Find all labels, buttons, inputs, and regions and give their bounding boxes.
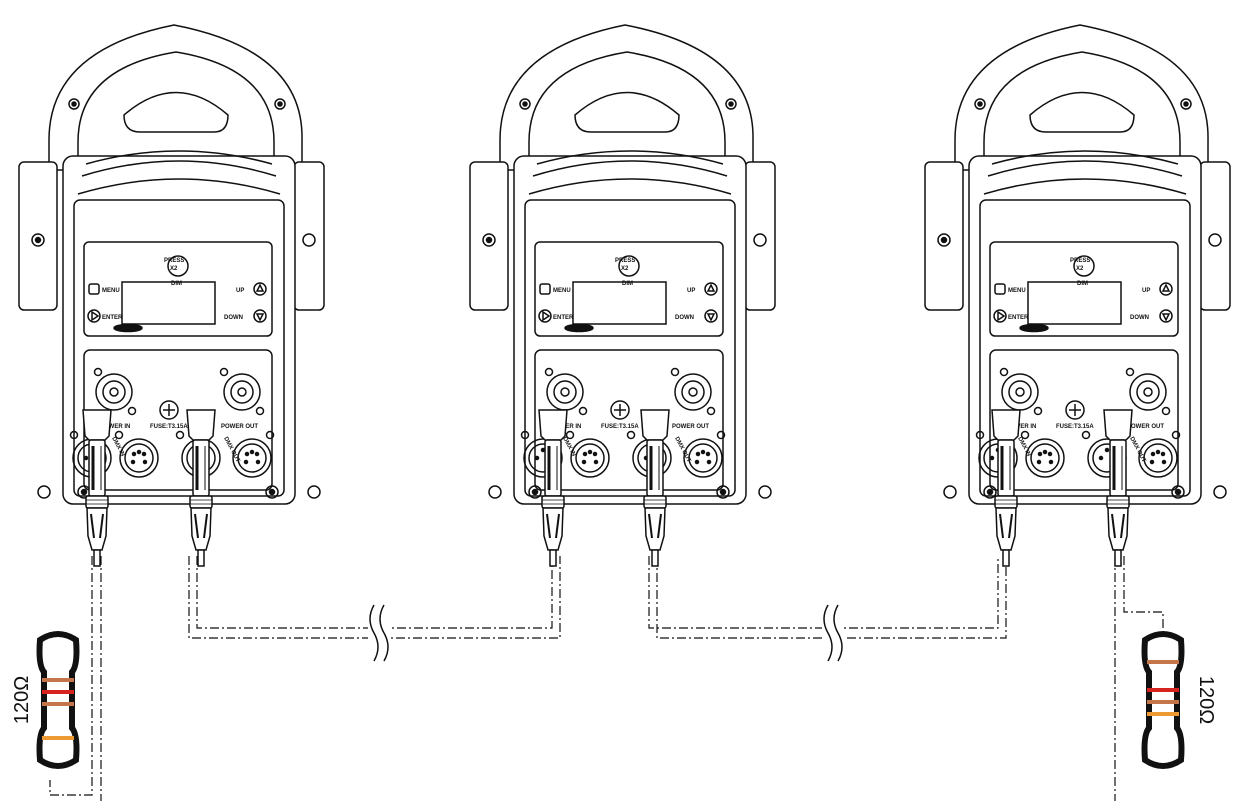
fuse-label: FUSE:T3.15A	[150, 424, 188, 430]
cable-terminator-right	[1114, 556, 1164, 801]
press-x2-label: X2	[621, 266, 629, 272]
band-4	[1147, 712, 1179, 716]
dim-label: DIM	[1077, 281, 1088, 287]
fixture-2: PRESS X2 DIM MENU ENTER UP DOWN POWER IN…	[469, 24, 776, 505]
band-3	[1147, 700, 1179, 704]
band-1	[42, 678, 74, 682]
band-2	[1147, 688, 1179, 692]
enter-label: ENTER	[1008, 315, 1029, 321]
band-2	[42, 690, 74, 694]
enter-label: ENTER	[102, 315, 123, 321]
down-label: DOWN	[224, 315, 243, 321]
fuse-label: FUSE:T3.15A	[1056, 424, 1094, 430]
terminator-resistor-right: 120Ω	[1141, 631, 1217, 769]
dim-label: DIM	[622, 281, 633, 287]
press-x2-label: X2	[1076, 266, 1084, 272]
dim-label: DIM	[171, 281, 182, 287]
fixture-1: PRESS X2 DIM MENU ENTER UP DOWN POWER IN…	[18, 24, 325, 505]
enter-label: ENTER	[553, 315, 574, 321]
terminator-value-label: 120Ω	[1195, 676, 1217, 724]
fixture-3: PRESS X2 DIM MENU ENTER UP DOWN POWER IN…	[924, 24, 1231, 505]
band-4	[42, 736, 74, 740]
power-out-label: POWER OUT	[1127, 424, 1164, 430]
power-out-label: POWER OUT	[221, 424, 258, 430]
menu-label: MENU	[1008, 288, 1026, 294]
press-x2-label: X2	[170, 266, 178, 272]
down-label: DOWN	[675, 315, 694, 321]
terminator-resistor-left: 120Ω	[11, 631, 80, 769]
band-3	[42, 702, 74, 706]
press-label: PRESS	[1070, 258, 1090, 264]
fuse-label: FUSE:T3.15A	[601, 424, 639, 430]
power-in-label: POWER IN	[100, 424, 130, 430]
terminator-value-label: 120Ω	[11, 676, 33, 724]
menu-label: MENU	[553, 288, 571, 294]
down-label: DOWN	[1130, 315, 1149, 321]
menu-label: MENU	[102, 288, 120, 294]
up-label: UP	[1142, 288, 1150, 294]
up-label: UP	[236, 288, 244, 294]
press-label: PRESS	[164, 258, 184, 264]
cable-break-marks	[368, 604, 844, 662]
press-label: PRESS	[615, 258, 635, 264]
band-1	[1147, 660, 1179, 664]
power-out-label: POWER OUT	[672, 424, 709, 430]
power-in-label: POWER IN	[1006, 424, 1036, 430]
cable-terminator-left	[49, 556, 102, 801]
up-label: UP	[687, 288, 695, 294]
